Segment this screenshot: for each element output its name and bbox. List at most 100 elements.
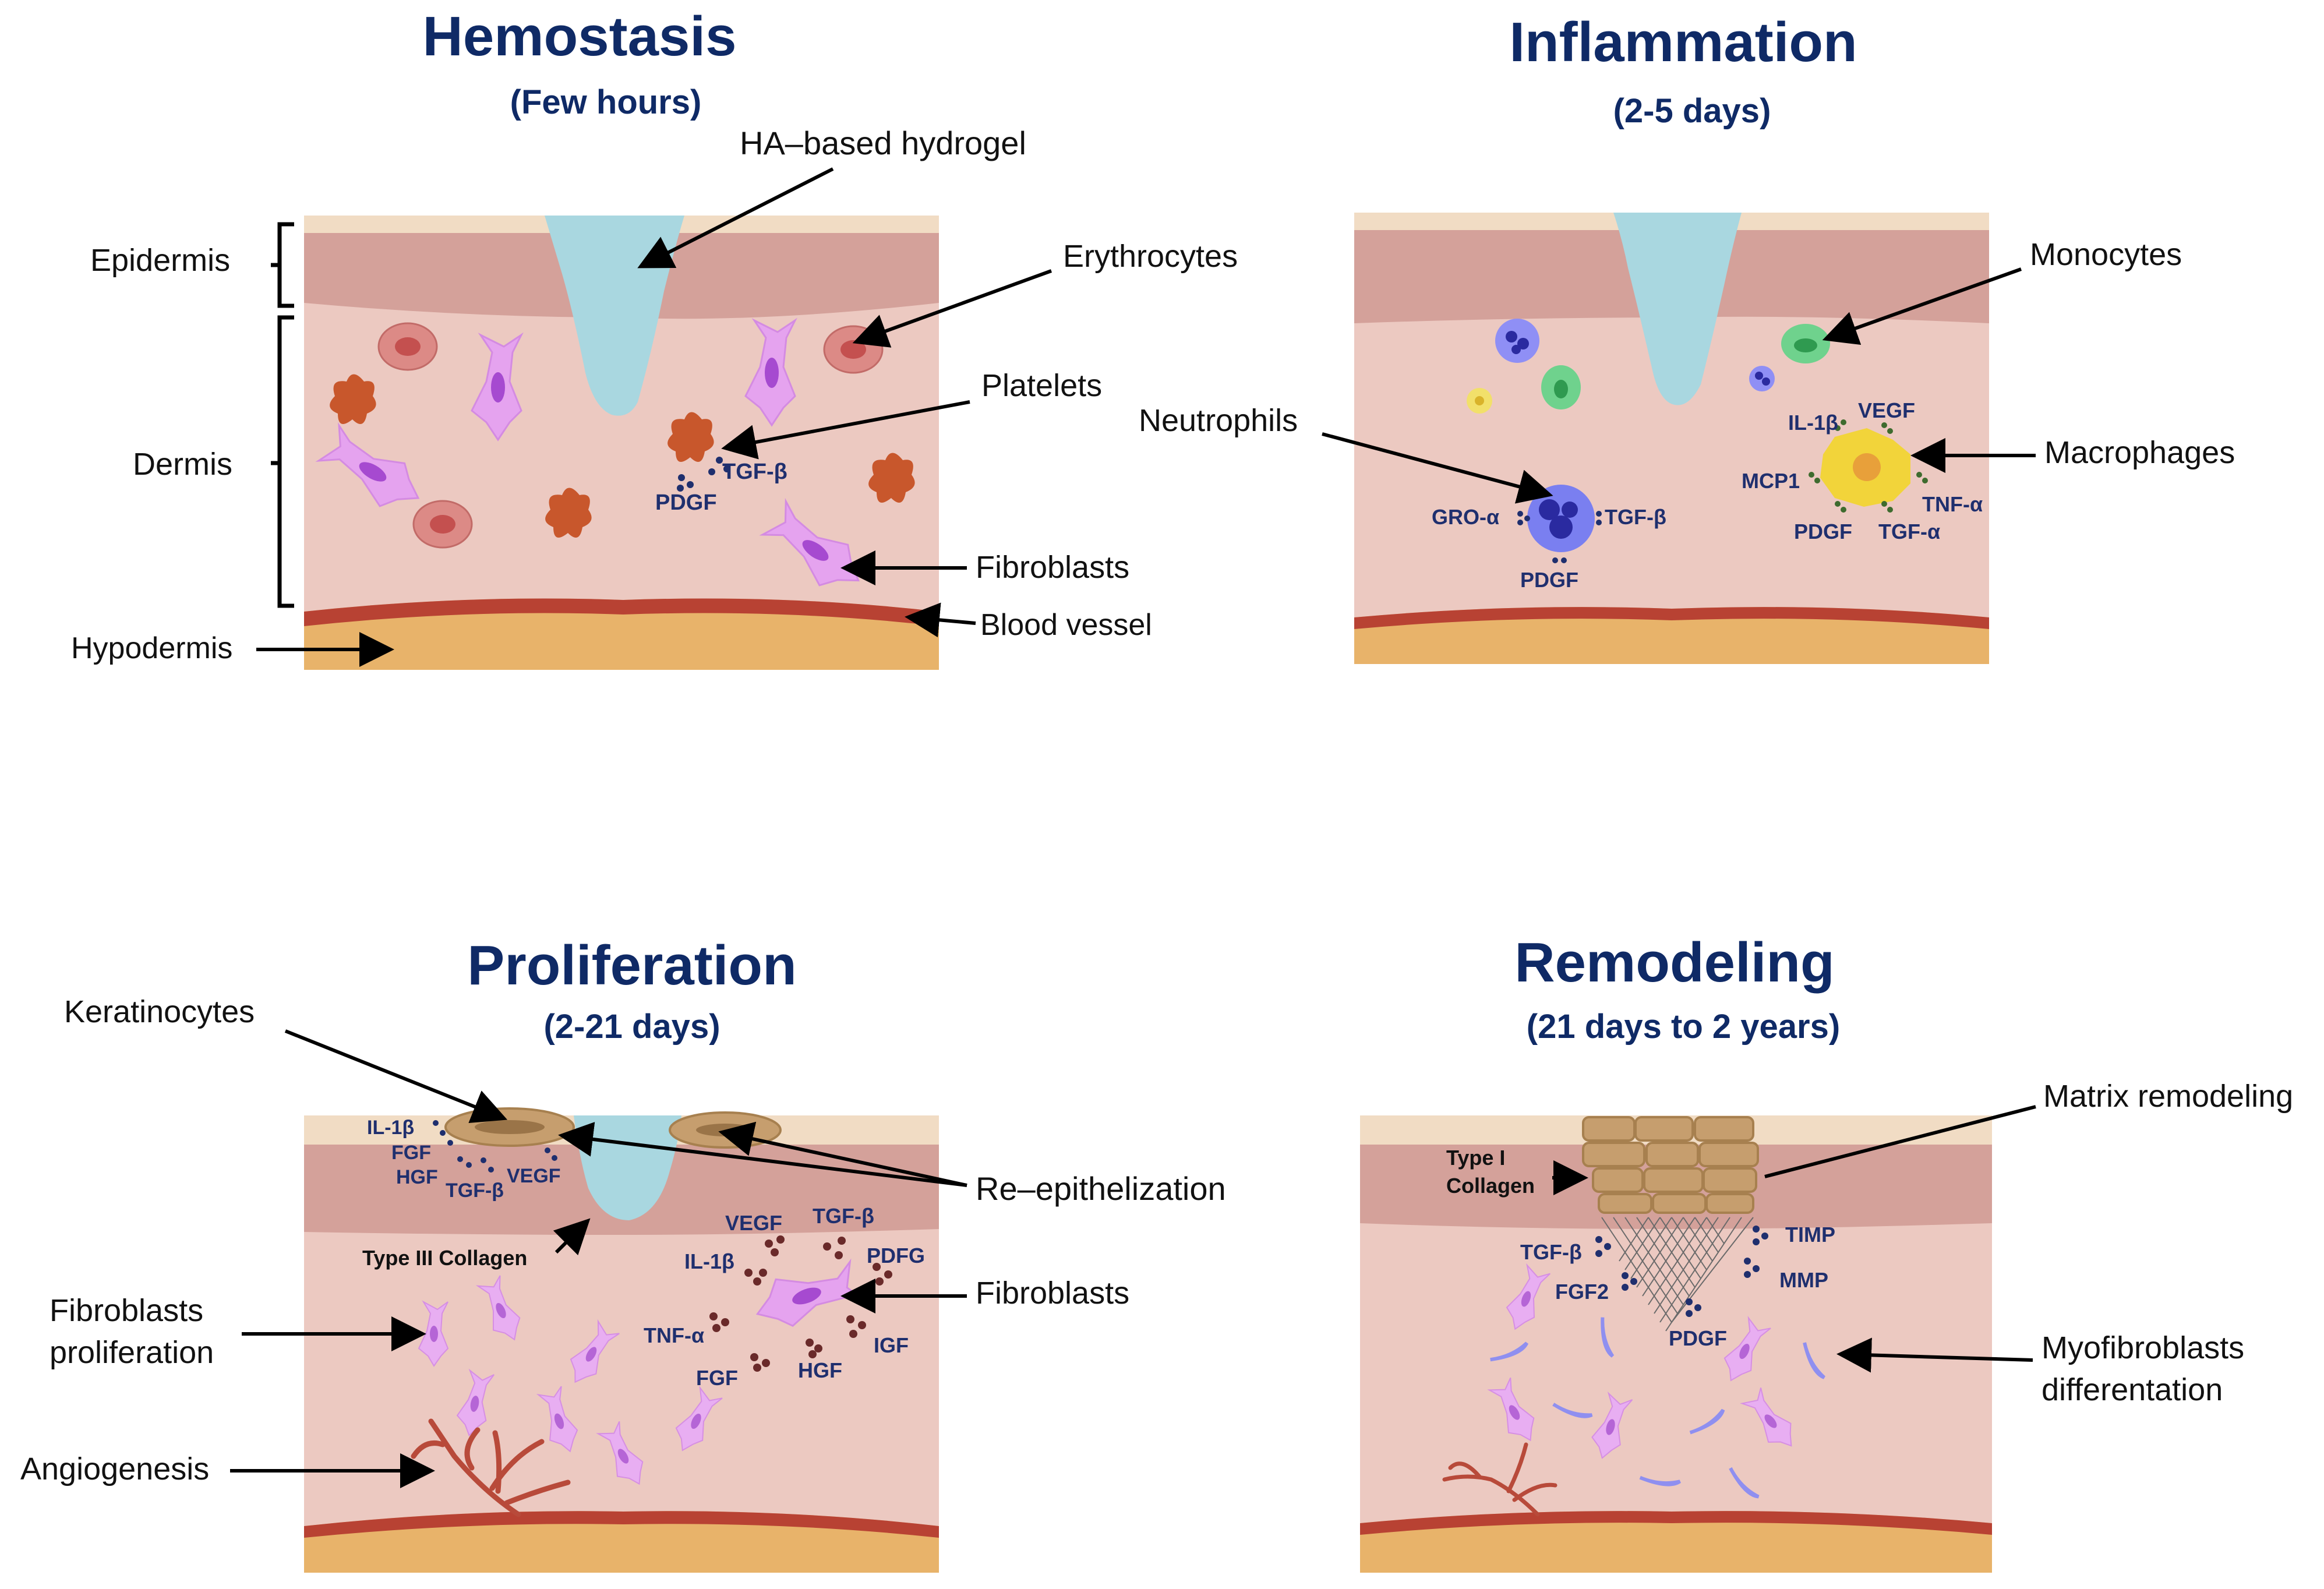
label-blood-vessel: Blood vessel xyxy=(980,608,1152,642)
cytokine-dots-green xyxy=(1809,419,1928,513)
arrow-erythrocytes xyxy=(852,269,1052,348)
panel-inflammation: Inflammation (2-5 days) xyxy=(1139,11,2235,664)
macrophage xyxy=(1820,428,1910,507)
label-type1-collagen-1: Type I xyxy=(1446,1146,1505,1170)
factor-pdgf: PDGF xyxy=(1669,1326,1727,1350)
arrow-reepithelization-right xyxy=(718,1121,967,1187)
collagen-mesh xyxy=(1601,1217,1754,1332)
factor-pdgf-neutrophil: PDGF xyxy=(1520,568,1578,592)
label-type3-collagen: Type III Collagen xyxy=(362,1246,527,1270)
factor-igf-fibroblast: IGF xyxy=(874,1333,909,1357)
factor-il1b-fibroblast: IL-1β xyxy=(684,1249,734,1273)
panel-remodeling: Remodeling (21 days to 2 years) xyxy=(1360,931,2293,1573)
label-hypodermis: Hypodermis xyxy=(71,631,232,665)
factor-timp: TIMP xyxy=(1785,1223,1835,1247)
label-matrix-remodeling: Matrix remodeling xyxy=(2043,1079,2293,1114)
label-macrophages: Macrophages xyxy=(2044,435,2235,470)
dermis-bracket xyxy=(271,315,294,608)
cytokine-dots xyxy=(677,457,730,492)
neutrophil-small xyxy=(1749,366,1775,391)
label-fibroblasts: Fibroblasts xyxy=(976,1276,1129,1311)
factor-mmp: MMP xyxy=(1779,1268,1828,1292)
factor-hgf-keratinocyte: HGF xyxy=(396,1166,438,1188)
erythrocyte xyxy=(823,325,884,374)
label-platelets: Platelets xyxy=(981,368,1102,403)
remodeling-title: Remodeling xyxy=(1514,931,1834,994)
line-matrix-remodeling xyxy=(1764,1105,2036,1178)
neutrophil xyxy=(1527,485,1595,552)
hydrogel xyxy=(1613,213,1742,405)
panel-proliferation: Proliferation (2-21 days) IL-1β FGF HGF xyxy=(20,934,1226,1573)
label-myofibroblasts-2: differentation xyxy=(2042,1372,2223,1407)
factor-groa: GRO-α xyxy=(1432,505,1499,529)
label-monocytes: Monocytes xyxy=(2030,237,2182,272)
arrow-hydrogel xyxy=(637,167,834,269)
label-fibroblasts: Fibroblasts xyxy=(976,550,1129,585)
proliferation-duration: (2-21 days) xyxy=(543,1008,720,1046)
skin-cross-section xyxy=(304,216,939,670)
arrow-type3-collagen xyxy=(553,1218,591,1256)
cytokine-dots xyxy=(1595,1226,1768,1317)
cell-small-yellow xyxy=(1467,388,1492,414)
label-hydrogel: HA–based hydrogel xyxy=(740,125,1026,161)
label-keratinocytes: Keratinocytes xyxy=(64,994,255,1029)
monocyte xyxy=(1541,365,1581,409)
arrow-monocytes xyxy=(1822,267,2022,345)
factor-tnfa-fibroblast: TNF-α xyxy=(644,1323,704,1347)
factor-pdgf-macrophage: PDGF xyxy=(1794,520,1852,543)
growth-factor-dots xyxy=(709,1235,892,1372)
factor-vegf: VEGF xyxy=(1858,398,1915,422)
factor-tgfb-keratinocyte: TGF-β xyxy=(446,1180,504,1202)
label-neutrophils: Neutrophils xyxy=(1139,403,1298,438)
cytokine-dots xyxy=(1517,511,1602,563)
factor-fgf-keratinocyte: FGF xyxy=(391,1142,431,1164)
keratinocyte xyxy=(444,1107,575,1147)
skin-cross-section xyxy=(1354,213,1989,664)
monocyte xyxy=(1781,324,1830,363)
factor-fgf2: FGF2 xyxy=(1555,1280,1609,1304)
factor-pdfg-fibroblast: PDFG xyxy=(867,1244,925,1267)
factor-tgfb-fibroblast: TGF-β xyxy=(813,1204,874,1228)
hemostasis-duration: (Few hours) xyxy=(510,83,702,121)
label-fibroblasts-proliferation-2: proliferation xyxy=(50,1335,214,1370)
factor-il1b-keratinocyte: IL-1β xyxy=(367,1117,414,1139)
erythrocyte xyxy=(412,500,473,549)
proliferation-title: Proliferation xyxy=(467,934,796,997)
erythrocyte xyxy=(377,322,438,371)
label-angiogenesis: Angiogenesis xyxy=(20,1452,209,1486)
label-fibroblasts-proliferation-1: Fibroblasts xyxy=(50,1293,203,1328)
factor-tnfa: TNF-α xyxy=(1922,492,1983,516)
type1-collagen-blocks xyxy=(1582,1116,1759,1214)
label-erythrocytes: Erythrocytes xyxy=(1063,239,1238,274)
factor-hgf-fibroblast: HGF xyxy=(798,1358,842,1382)
epidermis-bracket xyxy=(271,222,294,308)
factor-fgf-fibroblast: FGF xyxy=(696,1366,738,1390)
label-type1-collagen-2: Collagen xyxy=(1446,1174,1535,1198)
arrow-myofibroblasts xyxy=(1836,1337,2033,1373)
factor-tgfb: TGF-β xyxy=(1520,1240,1582,1264)
inflammation-duration: (2-5 days) xyxy=(1613,92,1771,130)
label-dermis: Dermis xyxy=(133,447,232,482)
factor-il1b: IL-1β xyxy=(1788,411,1838,435)
factor-vegf-fibroblast: VEGF xyxy=(725,1211,782,1235)
factor-pdgf: PDGF xyxy=(655,490,717,515)
factor-mcp1: MCP1 xyxy=(1742,469,1800,493)
arrow-keratinocytes xyxy=(284,1029,508,1124)
factor-tgfb: TGF-β xyxy=(722,460,787,484)
neutrophil-small xyxy=(1495,319,1539,363)
arrow-neutrophils xyxy=(1322,432,1553,504)
cytokine-dots xyxy=(433,1120,557,1173)
panel-hemostasis: Hemostasis (Few hours) TGF-β PDGF xyxy=(71,5,1238,670)
remodeling-duration: (21 days to 2 years) xyxy=(1527,1008,1840,1046)
arrow-reepithelization-left xyxy=(558,1122,967,1187)
factor-tgfa: TGF-α xyxy=(1878,520,1940,543)
arrow-platelets xyxy=(721,400,970,460)
factor-tgfb: TGF-β xyxy=(1605,505,1666,529)
label-myofibroblasts-1: Myofibroblasts xyxy=(2042,1330,2244,1365)
arrow-blood-vessel xyxy=(905,602,976,638)
capillaries xyxy=(1442,1442,1557,1517)
inflammation-title: Inflammation xyxy=(1509,11,1857,73)
label-epidermis: Epidermis xyxy=(90,243,230,278)
